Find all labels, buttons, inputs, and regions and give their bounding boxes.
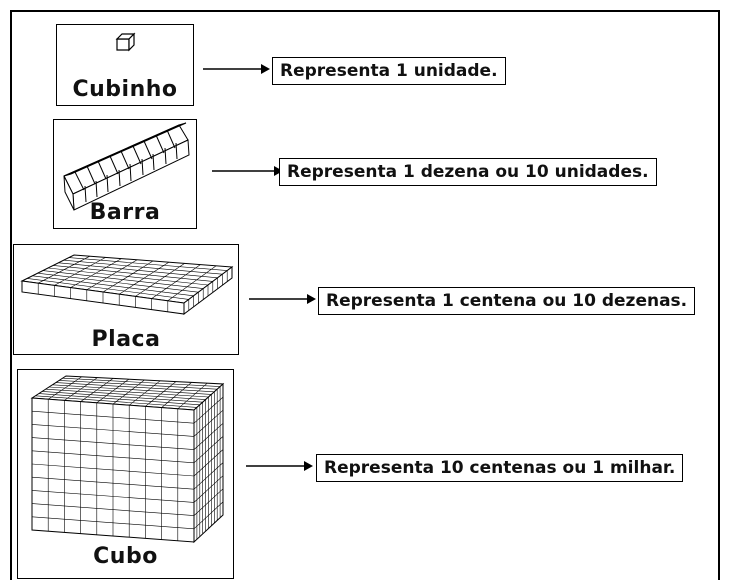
- arrow-icon: [249, 294, 316, 304]
- cubo-label: Cubo: [93, 544, 158, 569]
- cubinho-description: Representa 1 unidade.: [272, 57, 506, 85]
- block-icon: [30, 375, 225, 544]
- barra-panel: Barra: [53, 119, 197, 229]
- placa-panel: Placa: [13, 244, 239, 355]
- barra-label: Barra: [89, 200, 161, 225]
- page-border: [10, 10, 720, 580]
- placa-description: Representa 1 centena ou 10 dezenas.: [318, 287, 696, 315]
- rod-icon: [63, 122, 190, 211]
- cubinho-label: Cubinho: [72, 77, 178, 102]
- flat-icon: [20, 254, 234, 315]
- barra-description: Representa 1 dezena ou 10 unidades.: [279, 158, 657, 186]
- cubo-panel: Cubo: [17, 369, 234, 579]
- arrow-icon: [203, 64, 270, 74]
- cubinho-panel: Cubinho: [56, 24, 194, 106]
- arrow-icon: [212, 166, 283, 176]
- arrow-icon: [246, 461, 313, 471]
- cubo-description: Representa 10 centenas ou 1 milhar.: [316, 454, 684, 482]
- unit-cube-icon: [115, 32, 136, 52]
- placa-label: Placa: [91, 327, 161, 352]
